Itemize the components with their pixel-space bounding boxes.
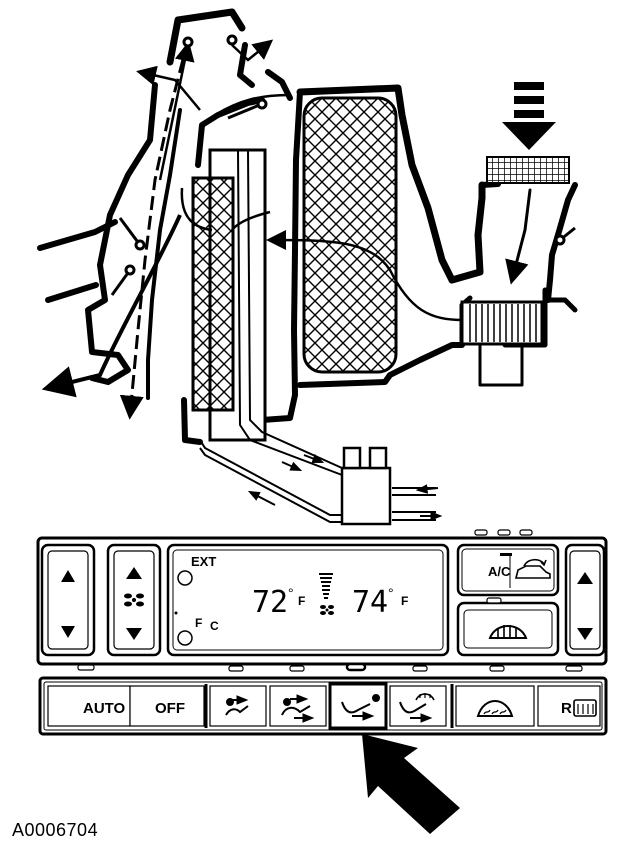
- fresh-air-arrow-icon: [502, 82, 556, 150]
- ac-recirc-button[interactable]: A/C: [456, 543, 560, 597]
- auto-label: AUTO: [83, 700, 126, 717]
- off-button[interactable]: OFF: [129, 685, 205, 727]
- right-temp-degree: °: [388, 585, 394, 601]
- up-arrow-icon[interactable]: [61, 570, 75, 582]
- down-arrow-icon[interactable]: [577, 628, 593, 640]
- floor-mode-icon: [341, 694, 380, 721]
- right-temp-readout: 74: [352, 585, 388, 620]
- rear-defrost-icon: [573, 699, 597, 717]
- mode-doors: [110, 34, 576, 296]
- fc-f-label: F: [195, 616, 202, 630]
- ac-label: A/C: [488, 564, 511, 579]
- left-temp-readout: 72: [252, 585, 288, 620]
- up-arrow-icon[interactable]: [126, 567, 142, 579]
- panel-mode-button[interactable]: [209, 685, 267, 727]
- rear-defrost-label: R: [561, 700, 572, 717]
- fc-c-label: C: [210, 619, 219, 633]
- climate-control-panel: [36, 536, 608, 666]
- down-arrow-icon[interactable]: [61, 626, 75, 638]
- coolant-lines: [199, 149, 443, 526]
- auto-button[interactable]: AUTO: [47, 685, 131, 727]
- off-label: OFF: [155, 700, 185, 717]
- fan-icon: [124, 593, 144, 607]
- up-arrow-icon[interactable]: [577, 572, 593, 584]
- left-temp-degree: °: [288, 585, 294, 601]
- fresh-air-inlet-grille: [486, 156, 570, 184]
- floor-defrost-mode-button[interactable]: [389, 685, 447, 727]
- pointer-arrow-icon: [362, 734, 460, 834]
- rear-defrost-button[interactable]: R: [537, 685, 601, 727]
- passenger-temp-rocker[interactable]: [564, 543, 606, 657]
- top-indicator-leds: [474, 529, 533, 536]
- floor-mode-button[interactable]: [328, 682, 388, 730]
- panel-mode-icon: [225, 695, 249, 716]
- bilevel-mode-icon: [281, 694, 315, 723]
- heater-core: [191, 148, 267, 442]
- defrost-fan-icon: [488, 625, 528, 639]
- fc-indicator: [177, 630, 193, 646]
- left-temp-unit: F: [298, 594, 305, 608]
- ext-indicator: [177, 570, 193, 586]
- recirc-car-icon: [514, 558, 551, 579]
- down-arrow-icon[interactable]: [126, 628, 142, 640]
- figure-id-label: A0006704: [12, 820, 99, 840]
- evaporator-core: [302, 96, 398, 374]
- max-defrost-button[interactable]: [456, 597, 560, 657]
- mode-indicator-leds: [77, 662, 583, 672]
- airflow-paths: [41, 39, 464, 420]
- floor-defrost-mode-icon: [399, 693, 435, 723]
- driver-temp-rocker[interactable]: [40, 543, 96, 657]
- ext-label: EXT: [191, 554, 216, 569]
- fan-speed-bar-icon: [319, 573, 333, 599]
- blower-wheel: [460, 300, 544, 346]
- windshield-defrost-icon: [476, 700, 514, 717]
- windshield-defrost-button[interactable]: [455, 685, 535, 727]
- right-temp-unit: F: [401, 594, 408, 608]
- bilevel-mode-button[interactable]: [269, 685, 327, 727]
- lcd-display: EXT F C 72 ° F 74 ° F: [166, 543, 450, 657]
- fan-icon: [320, 605, 334, 615]
- fan-speed-rocker[interactable]: [106, 543, 162, 657]
